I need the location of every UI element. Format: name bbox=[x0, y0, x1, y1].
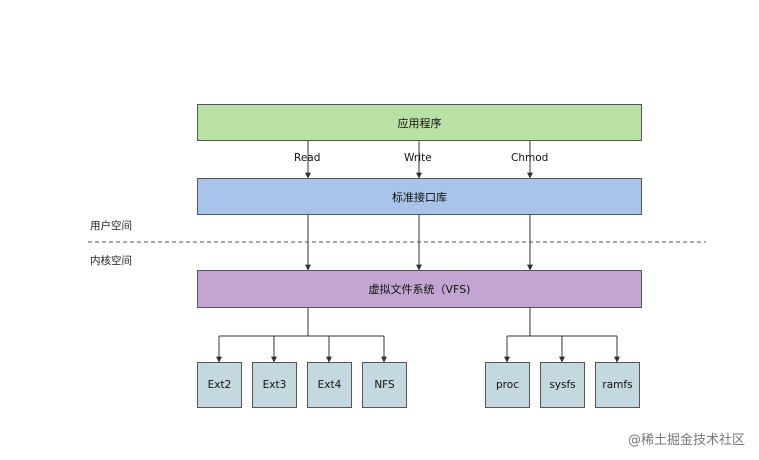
fs-box-nfs: NFS bbox=[362, 362, 407, 408]
call-label-write: Write bbox=[404, 152, 432, 164]
fs-box-ext3: Ext3 bbox=[252, 362, 297, 408]
watermark-text: @稀土掘金技术社区 bbox=[627, 433, 745, 448]
fs-box-ext2: Ext2 bbox=[197, 362, 242, 408]
call-label-chmod: Chmod bbox=[511, 152, 549, 164]
fs-box-sysfs: sysfs bbox=[540, 362, 585, 408]
kernel-space-label: 内核空间 bbox=[90, 255, 132, 267]
fs-box-proc: proc bbox=[485, 362, 530, 408]
application-box: 应用程序 bbox=[197, 104, 642, 141]
fs-box-ext4: Ext4 bbox=[307, 362, 352, 408]
call-label-read: Read bbox=[294, 152, 321, 164]
fs-box-ramfs: ramfs bbox=[595, 362, 640, 408]
vfs-box: 虚拟文件系统（VFS) bbox=[197, 270, 642, 308]
standard-library-box: 标准接口库 bbox=[197, 178, 642, 215]
user-space-label: 用户空间 bbox=[90, 220, 132, 232]
